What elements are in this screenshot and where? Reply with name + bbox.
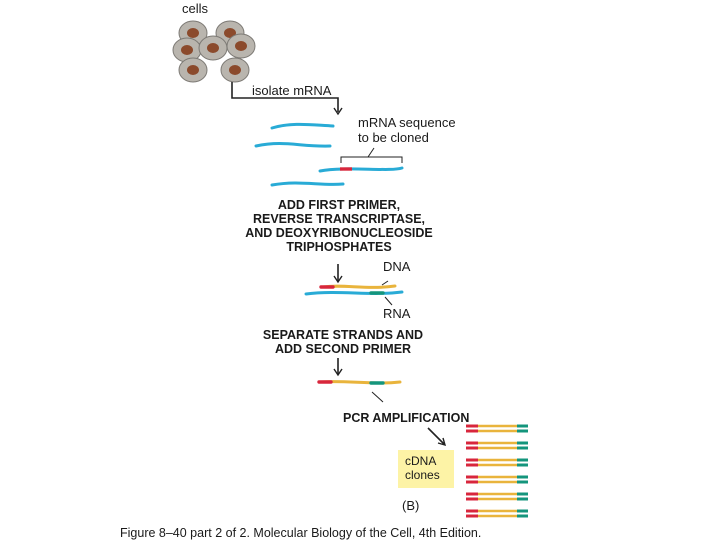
cell bbox=[178, 57, 208, 83]
mrna-strand bbox=[270, 122, 335, 130]
rna-label: RNA bbox=[383, 306, 411, 321]
cdna-clone bbox=[466, 475, 528, 484]
mrna-strand bbox=[318, 166, 404, 173]
step2-arrow bbox=[333, 358, 343, 377]
cdna-clones-box bbox=[398, 450, 454, 488]
cell bbox=[198, 35, 228, 61]
dna-label: DNA bbox=[383, 259, 411, 274]
cell bbox=[226, 33, 256, 59]
pcr-arrow bbox=[427, 427, 447, 447]
mrna-strands bbox=[254, 122, 404, 187]
step-add-first-primer: ADD FIRST PRIMER, REVERSE TRANSCRIPTASE,… bbox=[245, 198, 433, 254]
cdna-clone bbox=[466, 509, 528, 518]
cdna-single-strand bbox=[317, 380, 402, 385]
pcr-pointer bbox=[371, 391, 384, 403]
mrna-sequence-label: mRNA sequence to be cloned bbox=[358, 115, 456, 145]
cdna-clones-label: cDNA clones bbox=[405, 454, 440, 482]
cdna-clone bbox=[466, 458, 528, 467]
isolate-arrow bbox=[231, 82, 343, 116]
dna-rna-hybrid bbox=[304, 284, 404, 296]
mrna-strand bbox=[270, 181, 345, 187]
step1-arrow bbox=[333, 264, 343, 284]
pcr-amplification-label: PCR AMPLIFICATION bbox=[343, 411, 470, 425]
cells-label: cells bbox=[182, 1, 209, 16]
cdna-clone-stack bbox=[466, 424, 528, 518]
cdna-clone bbox=[466, 492, 528, 501]
dna-rna-pointers bbox=[381, 280, 393, 306]
cell-cluster bbox=[172, 20, 256, 83]
sequence-bracket bbox=[340, 147, 403, 163]
rna-strand bbox=[304, 290, 404, 296]
isolate-mrna-label: isolate mRNA bbox=[252, 83, 332, 98]
cdna-clone bbox=[466, 441, 528, 450]
figure-caption: Figure 8–40 part 2 of 2. Molecular Biolo… bbox=[120, 526, 482, 540]
panel-label: (B) bbox=[402, 498, 420, 513]
step-separate-strands: SEPARATE STRANDS AND ADD SECOND PRIMER bbox=[262, 328, 424, 356]
cell bbox=[172, 37, 202, 63]
mrna-strand bbox=[254, 142, 332, 148]
cdna-clone bbox=[466, 424, 528, 433]
cell bbox=[220, 57, 250, 83]
cdna-strand bbox=[319, 380, 402, 385]
